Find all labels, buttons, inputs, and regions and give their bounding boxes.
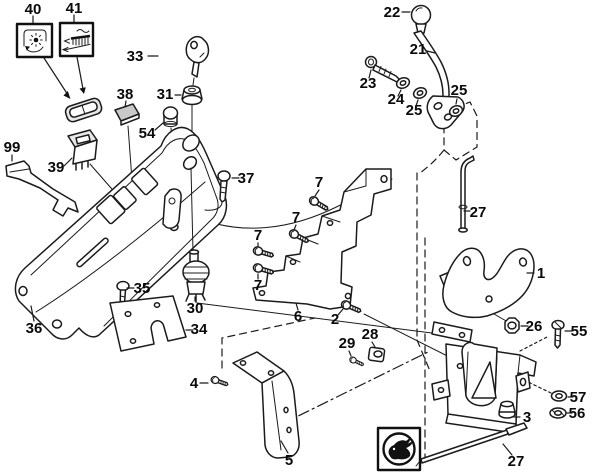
callout-55: 55 <box>571 323 588 340</box>
rabbit-stamp-icon <box>376 426 422 472</box>
callout-1: 1 <box>537 265 545 282</box>
callout-29: 29 <box>339 335 356 352</box>
harness-strap: 99 <box>4 139 79 217</box>
callout-6: 6 <box>294 308 302 325</box>
frame-reference-outline <box>221 101 478 459</box>
clip-nut-28: 28 <box>362 326 386 363</box>
callout-57: 57 <box>570 389 587 406</box>
switch-icon-legend: 40 41 <box>15 0 95 99</box>
rocker-switch-cap <box>64 97 103 123</box>
switch-blank-cover: 38 <box>114 86 140 181</box>
screw-37: 37 <box>204 170 255 211</box>
heater-switch-icon <box>61 29 91 53</box>
callout-30: 30 <box>187 300 204 317</box>
heater-switch-icon-box <box>58 21 95 58</box>
callout-37: 37 <box>238 170 255 187</box>
console-side-clip <box>162 188 182 229</box>
gear-lever-assembly: 22 21 23 24 25 25 <box>360 4 468 130</box>
callout-25b: 25 <box>451 82 468 99</box>
callout-7d: 7 <box>254 277 262 294</box>
beacon-switch-icon-box <box>15 22 54 59</box>
callout-39: 39 <box>48 159 65 176</box>
callout-36: 36 <box>26 320 43 337</box>
callout-41: 41 <box>66 0 83 17</box>
callout-40: 40 <box>25 1 42 18</box>
callout-38: 38 <box>117 86 134 103</box>
callout-25a: 25 <box>406 102 423 119</box>
ignition-key: 33 <box>127 35 210 86</box>
lower-support-assembly <box>431 321 537 434</box>
callout-22: 22 <box>384 4 401 21</box>
screw-4: 4 <box>190 374 230 392</box>
callout-34: 34 <box>191 321 208 338</box>
screw-29: 29 <box>339 335 366 369</box>
screw-2: 2 <box>331 298 364 328</box>
callout-33: 33 <box>127 48 144 65</box>
callout-21: 21 <box>410 41 427 58</box>
callout-23: 23 <box>360 75 377 92</box>
key-grommet: 31 <box>157 85 203 137</box>
callout-27b: 27 <box>508 453 525 470</box>
callout-27a: 27 <box>470 204 487 221</box>
mounting-plate-34: 34 <box>109 295 208 352</box>
rocker-switch-body: 39 <box>48 129 119 197</box>
callout-7b: 7 <box>292 209 300 226</box>
callout-31: 31 <box>157 86 174 103</box>
callout-54: 54 <box>139 125 156 142</box>
lock-washer-56: 56 <box>549 405 586 422</box>
console-panel: 36 <box>14 126 228 340</box>
legend-arrows <box>43 56 86 99</box>
control-rod-27-lower: 27 <box>415 422 528 470</box>
rotating-beacon-icon <box>23 29 47 53</box>
washer-25a <box>411 85 429 101</box>
callout-4: 4 <box>190 375 199 392</box>
callout-2: 2 <box>331 311 339 328</box>
washer-57: 57 <box>550 389 587 406</box>
callout-26: 26 <box>526 318 543 335</box>
support-bracket-6: 6 <box>252 168 392 325</box>
callout-7c: 7 <box>254 227 262 244</box>
callout-56: 56 <box>569 405 586 422</box>
bolt-23: 23 <box>360 55 401 92</box>
callout-24: 24 <box>388 91 405 108</box>
callout-28: 28 <box>362 326 379 343</box>
callout-35: 35 <box>134 280 151 297</box>
flange-nut-3: 3 <box>498 400 531 426</box>
control-rod-27-upper: 27 <box>458 155 487 233</box>
callout-7a: 7 <box>315 174 323 191</box>
callout-99: 99 <box>4 139 21 156</box>
callout-3: 3 <box>523 409 531 426</box>
ignition-switch: 30 <box>182 167 210 317</box>
nut-26: 26 <box>504 317 543 335</box>
saddle-bracket-1: 1 <box>439 247 545 319</box>
screws-7: 7 7 7 7 <box>251 174 331 294</box>
angle-bracket-5: 5 <box>232 351 300 469</box>
callout-5: 5 <box>285 452 293 469</box>
screw-55: 55 <box>551 319 588 349</box>
